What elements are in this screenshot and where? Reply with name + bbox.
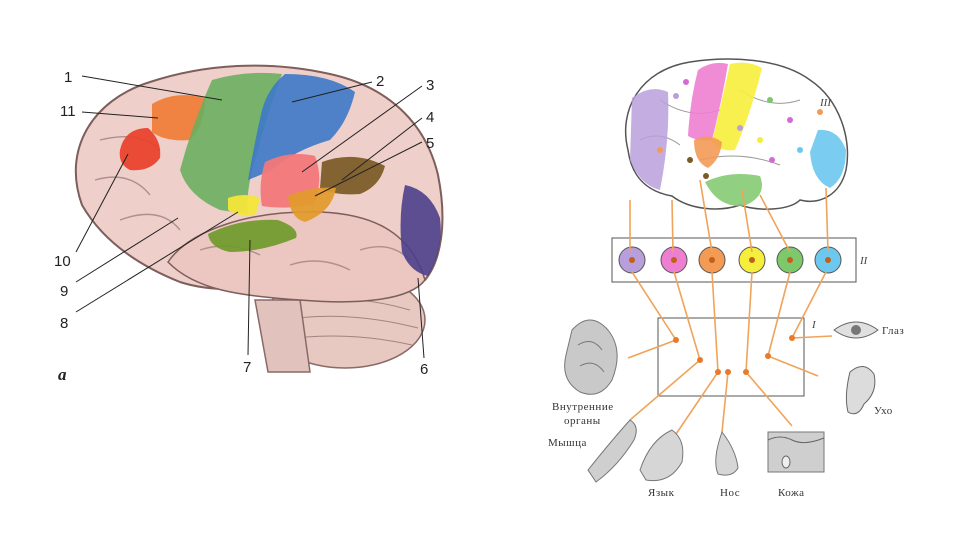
- cortex-zone-cyan: [810, 129, 846, 188]
- skin-icon: [767, 431, 825, 473]
- zone-10-red: [119, 128, 161, 171]
- label-4: 4: [426, 109, 434, 126]
- level-I-label: I: [811, 319, 817, 331]
- label-6: 6: [420, 361, 428, 378]
- cortex-zone-yellow: [712, 62, 762, 151]
- organ-label-internal-2: органы: [564, 415, 601, 427]
- label-11: 11: [60, 103, 76, 120]
- label-2: 2: [376, 73, 384, 90]
- label-7: 7: [243, 359, 251, 376]
- cortex-zone-magenta: [688, 62, 728, 141]
- zone-7-olive: [208, 219, 297, 252]
- leader-lines: [75, 75, 425, 359]
- nucleus-dot-2: [671, 257, 677, 263]
- nucleus-dot-5: [787, 257, 793, 263]
- organ-label-nose: Нос: [720, 487, 740, 499]
- brain-lateral-view: 1 2 3 4 5 6 7 8 9 10 11 а: [54, 64, 444, 384]
- level-II-nuclei: [618, 246, 842, 274]
- organ-label-ear: Ухо: [874, 405, 893, 417]
- organ-label-tongue: Язык: [648, 487, 675, 499]
- nose-icon: [715, 430, 739, 476]
- zone-5-amber: [288, 187, 336, 222]
- level-III-label: III: [819, 97, 832, 109]
- cortex-dots: [657, 79, 823, 179]
- zone-6-indigo: [400, 185, 441, 276]
- organ-label-muscle: Мышца: [548, 437, 587, 449]
- zone-11-orange: [152, 95, 205, 141]
- zone-2-blue: [248, 74, 355, 180]
- label-10: 10: [54, 253, 71, 270]
- zone-1-green: [180, 72, 282, 214]
- zone-8-yellow: [228, 195, 260, 216]
- nucleus-dot-6: [825, 257, 831, 263]
- level-I-box: [657, 317, 805, 397]
- cortex-zone-orange: [694, 136, 722, 168]
- analyzer-scheme: III II I: [548, 58, 904, 499]
- label-5: 5: [426, 135, 434, 152]
- nucleus-dot-1: [629, 257, 635, 263]
- cortex-zone-violet: [630, 89, 669, 190]
- nucleus-dot-3: [709, 257, 715, 263]
- label-1: 1: [64, 69, 72, 86]
- nucleus-dot-4: [749, 257, 755, 263]
- organ-label-skin: Кожа: [778, 487, 805, 499]
- level-II-label: II: [859, 255, 869, 267]
- eye-icon: [833, 321, 879, 339]
- tongue-icon: [639, 429, 684, 482]
- organ-label-eye: Глаз: [882, 325, 904, 337]
- label-9: 9: [60, 283, 68, 300]
- cortex-zone-green: [705, 174, 762, 207]
- brain-stem: [254, 299, 311, 373]
- label-8: 8: [60, 315, 68, 332]
- intestine-icon: [564, 319, 618, 395]
- figure-letter-a: а: [58, 365, 67, 384]
- label-3: 3: [426, 77, 434, 94]
- pathway-lines: [627, 179, 833, 441]
- organ-label-internal-1: Внутренние: [552, 401, 614, 413]
- level-II-box: [611, 237, 857, 283]
- synapse-dots: [673, 335, 795, 375]
- muscle-icon: [587, 419, 637, 483]
- ear-icon: [845, 366, 876, 415]
